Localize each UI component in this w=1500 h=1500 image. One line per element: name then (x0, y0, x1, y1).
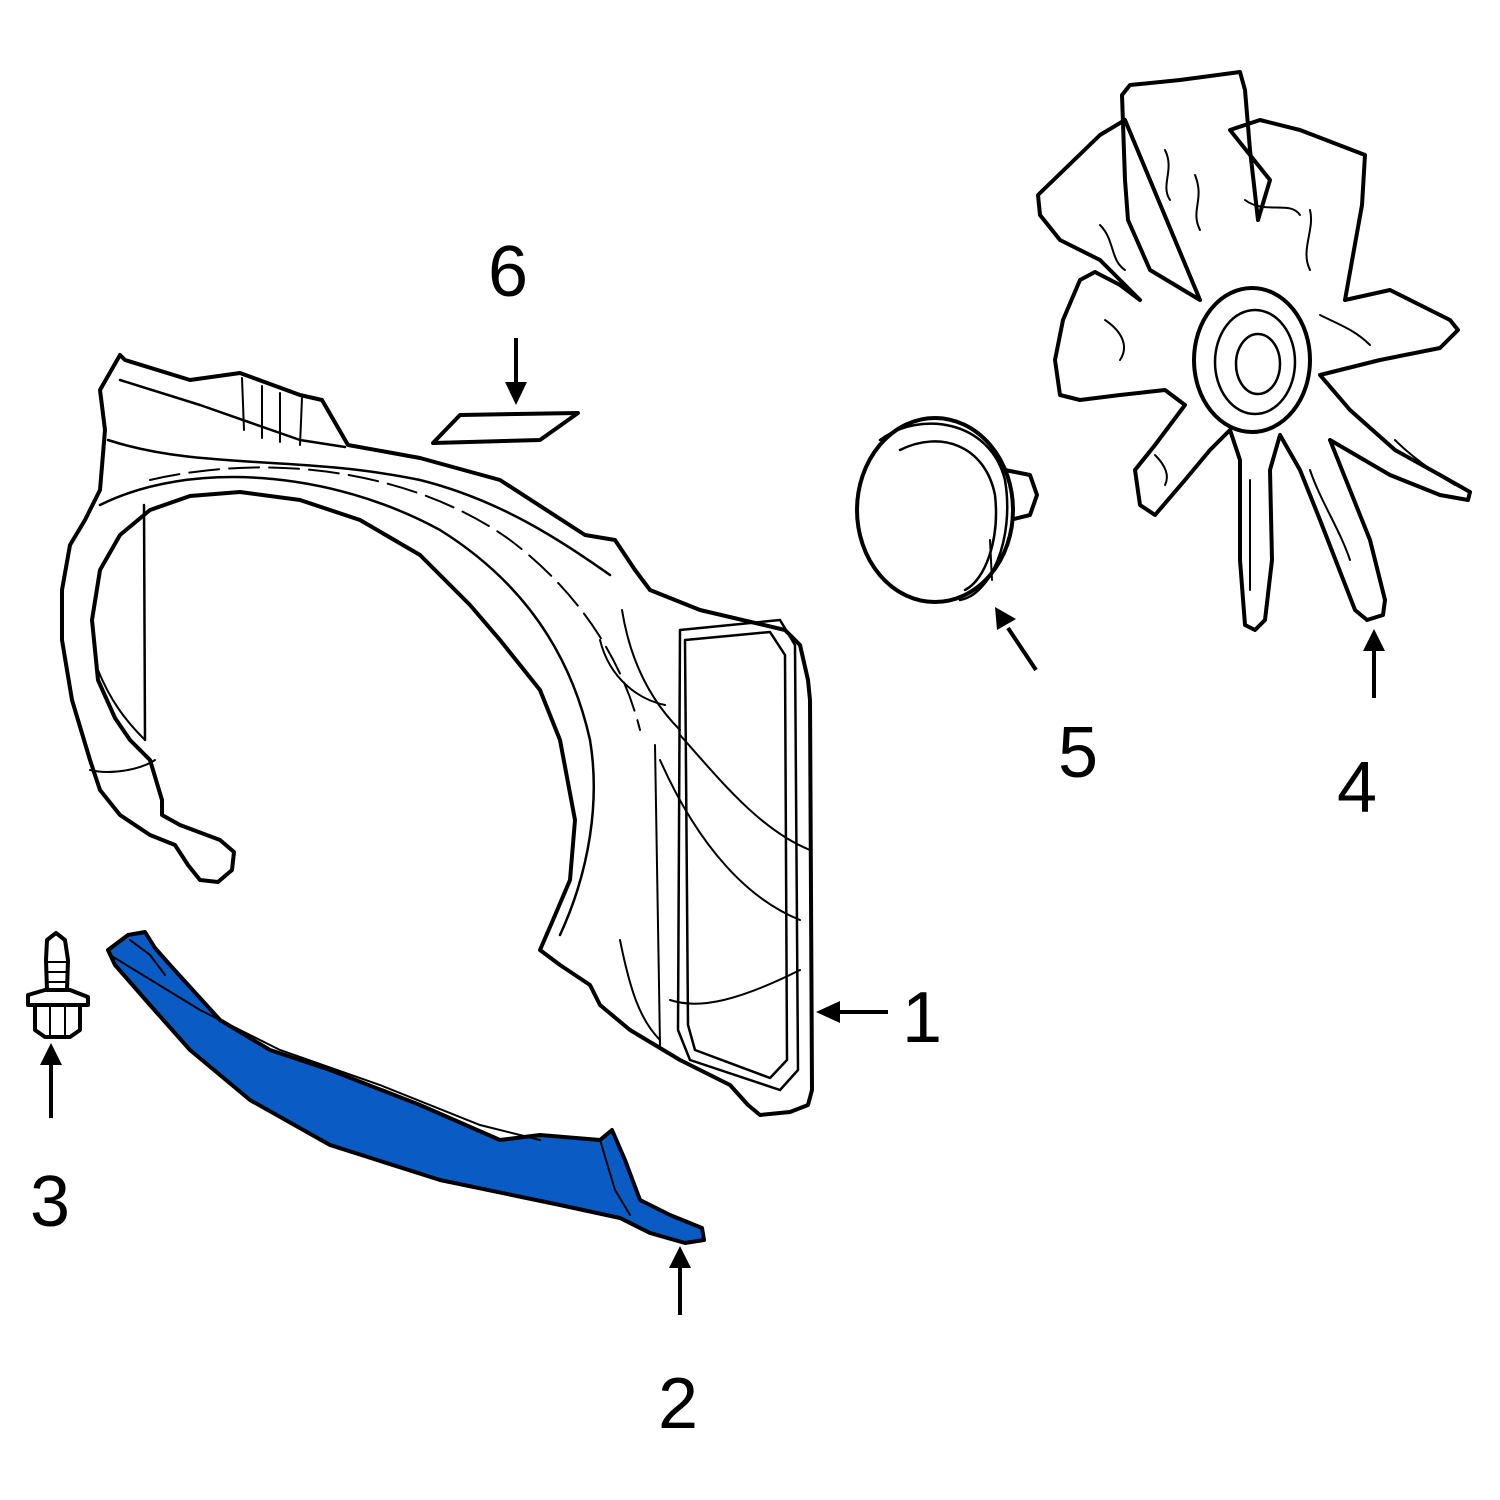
label-plate[interactable] (431, 411, 580, 445)
fan-clutch[interactable] (855, 416, 1039, 604)
shroud-inner-rim (106, 438, 612, 577)
blade-vein (1194, 174, 1201, 231)
lower-shroud-fold (109, 954, 541, 1141)
blade-vein (1319, 314, 1371, 346)
fan-hub-bore (1234, 332, 1282, 396)
blade-vein (1305, 209, 1312, 271)
arrow-4-head (1363, 629, 1385, 651)
shroud-left-detail (97, 669, 146, 741)
callout-arrows (40, 338, 1385, 1315)
shroud-right-panel-inner (683, 630, 789, 1080)
shroud-brace (659, 759, 801, 921)
shroud-brace (679, 734, 811, 851)
clutch-detail (989, 539, 993, 581)
shroud-inner-rim-2 (98, 475, 595, 937)
fan-blade[interactable] (1036, 70, 1472, 632)
lower-shroud-fold (599, 1139, 631, 1216)
shroud-brace (654, 744, 661, 1046)
fan-shroud-outline (60, 353, 814, 1117)
blade-vein (1164, 149, 1171, 201)
callout-5: 5 (1058, 713, 1098, 793)
bolt-flange (26, 988, 90, 1007)
callout-2: 2 (658, 1364, 698, 1444)
clutch-body (855, 416, 1015, 604)
shroud-top-flange (118, 378, 347, 449)
shroud-rib (299, 397, 303, 446)
callout-labels: 6 1 2 3 4 5 (30, 232, 1377, 1444)
shroud-brace (669, 969, 801, 1005)
fan-shroud[interactable] (60, 353, 814, 1117)
arrow-5 (1006, 626, 1038, 672)
blade-vein (1394, 439, 1456, 486)
blade-vein (1244, 199, 1301, 216)
arrow-3-head (40, 1043, 62, 1065)
lower-shroud-body (106, 930, 706, 1245)
shroud-left-detail (89, 759, 156, 773)
shroud-left-strut (142, 503, 147, 742)
clutch-front-rim-inner (898, 440, 998, 592)
shroud-dashed-rim (149, 466, 641, 731)
arrow-2-head (669, 1246, 691, 1268)
shroud-right-panel (676, 618, 800, 1092)
callout-6: 6 (488, 232, 528, 312)
lower-shroud[interactable] (106, 930, 706, 1245)
label-plate-outline (431, 411, 580, 445)
bolt[interactable] (26, 931, 90, 1039)
shroud-brace (621, 609, 681, 731)
clutch-front-rim (878, 422, 1009, 602)
bolt-head (33, 1003, 82, 1039)
arrow-1-head (816, 1001, 840, 1023)
callout-3: 3 (30, 1162, 70, 1242)
callout-1: 1 (902, 978, 942, 1058)
lower-shroud-fold (129, 939, 166, 976)
arrow-6-head (505, 382, 527, 405)
arrow-5-head (995, 607, 1016, 630)
fan-hub-ring (1213, 308, 1297, 416)
callout-4: 4 (1337, 748, 1377, 828)
blade-vein (1099, 224, 1126, 271)
shroud-brace (619, 939, 661, 1041)
shroud-brace (599, 639, 666, 706)
blade-vein (1104, 319, 1125, 361)
blade-vein (1154, 454, 1168, 486)
blade-vein (1309, 469, 1351, 561)
